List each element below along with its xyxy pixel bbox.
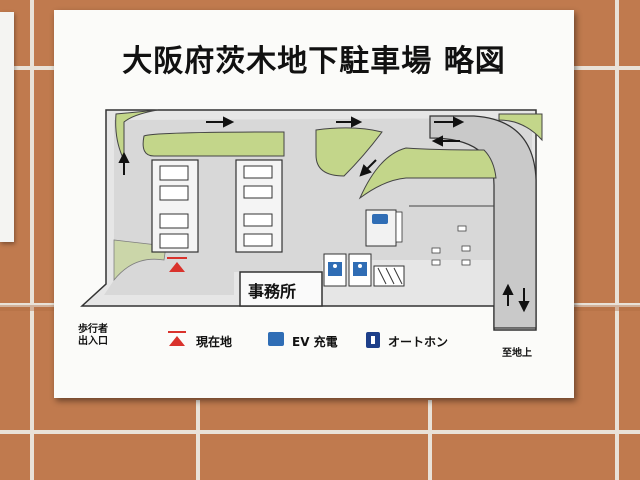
office-label: 事務所: [248, 282, 297, 301]
adjacent-sign: [0, 12, 14, 242]
legend-ev-charging-label: EV 充電: [292, 335, 338, 349]
ev-station-area: [365, 209, 397, 247]
green-area-left-top: [115, 109, 159, 161]
green-area-center-right: [358, 147, 497, 200]
green-area-top-right: [498, 113, 543, 142]
parking-map: [80, 109, 543, 348]
sign-title: 大阪府茨木地下駐車場 略図: [122, 44, 506, 79]
legend-ev-icon: [268, 332, 284, 346]
legend-current-location-icon: [168, 331, 186, 346]
traffic-arrows: [118, 116, 530, 313]
hatched-space: [373, 265, 405, 287]
pedestrian-entrance-label-line1: 歩行者: [78, 324, 108, 335]
green-area-center: [315, 127, 383, 177]
ramp: [429, 115, 537, 329]
green-area-top-bar: [142, 131, 285, 157]
legend-current-location-label: 現在地: [196, 335, 233, 349]
office-box: [239, 271, 323, 307]
to-ground-label: 至地上: [502, 348, 532, 359]
pedestrian-entrance-label-line2: 出入口: [78, 336, 108, 347]
parking-map-sign: 大阪府茨木地下駐車場 略図: [54, 10, 574, 398]
current-location-marker: [169, 262, 185, 272]
legend-intercom-label: オートホン: [388, 335, 449, 349]
